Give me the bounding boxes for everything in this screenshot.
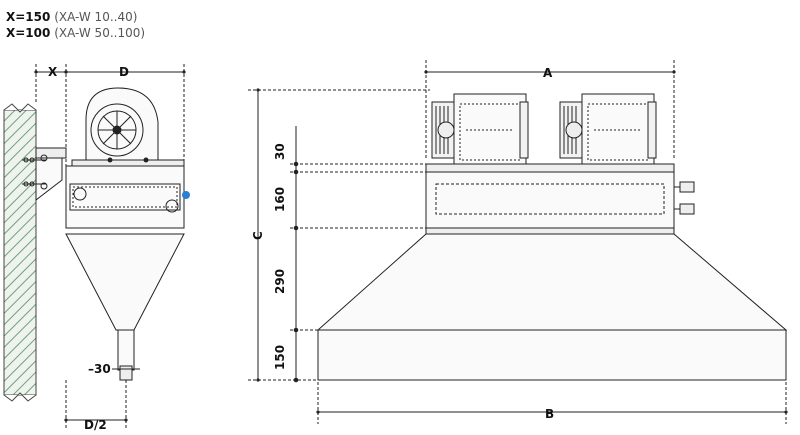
fan-housing: [71, 87, 185, 167]
hood-body: [65, 165, 190, 235]
dim-heights: [290, 126, 426, 383]
dim-a: [424, 60, 676, 160]
label-c: C: [251, 231, 265, 240]
hood-cone: [65, 233, 185, 381]
dim-c: [248, 88, 430, 382]
note-x100: X=100 (XA-W 50..100): [6, 26, 146, 40]
label-height-150: 150: [273, 345, 287, 370]
fan-unit-left: [431, 93, 529, 165]
connection-point-icon: [182, 191, 190, 199]
wall-bracket: [22, 147, 67, 202]
dim-d: [64, 64, 186, 160]
label-d: D: [119, 65, 129, 79]
note-x150: X=150 (XA-W 10..40): [6, 10, 138, 24]
label-outlet: –30: [88, 362, 111, 376]
front-view: [248, 60, 788, 424]
label-height-290: 290: [273, 269, 287, 294]
label-x: X: [48, 65, 58, 79]
plenum-box: [425, 163, 695, 235]
dim-d-half: [64, 380, 128, 428]
label-a: A: [543, 66, 553, 80]
canopy: [316, 233, 788, 381]
side-view: [3, 64, 190, 428]
wall: [3, 103, 37, 402]
fan-unit-right: [559, 93, 657, 165]
label-d-half: D/2: [84, 418, 107, 432]
dim-b: [316, 382, 788, 424]
label-height-160: 160: [273, 187, 287, 212]
label-b: B: [545, 407, 554, 421]
dim-x: [34, 64, 68, 166]
label-height-30: 30: [273, 143, 287, 160]
